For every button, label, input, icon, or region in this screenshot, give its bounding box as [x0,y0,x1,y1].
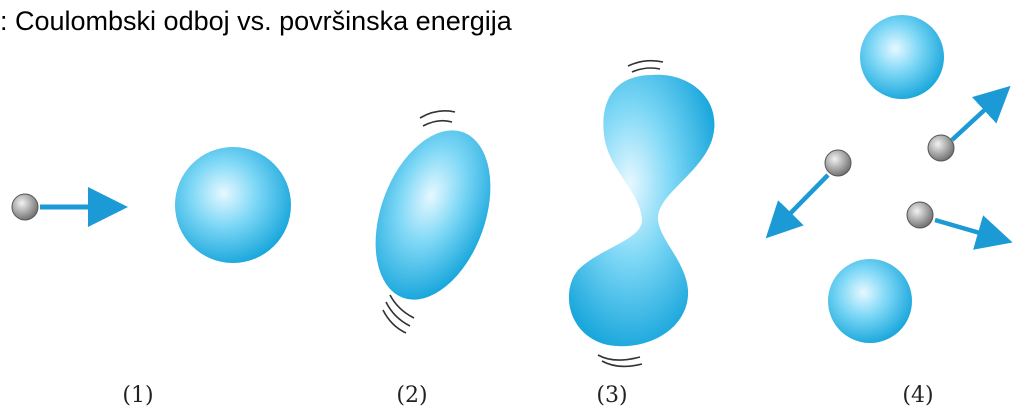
neutron-particle [825,150,851,176]
neutron-particle [907,202,933,228]
dumbbell-drop [569,75,715,346]
stage-1 [12,147,291,263]
stage-1-label: (1) [122,383,153,408]
outgoing-arrow [935,220,1004,240]
neutron-particle [12,194,38,220]
neutron-particle [928,135,954,161]
stage-3-label: (3) [596,383,627,408]
stage-4-label: (4) [902,383,933,408]
outgoing-arrow [772,175,828,232]
fragment-drop-top [860,15,944,99]
fragment-drop-bottom [828,259,912,343]
deformed-drop [354,115,512,316]
stage-4 [772,15,1004,343]
stage-3 [569,61,715,367]
stage-2 [354,111,512,333]
stage-2-label: (2) [396,383,427,408]
outgoing-arrow [952,92,1004,140]
nucleus-drop [175,147,291,263]
